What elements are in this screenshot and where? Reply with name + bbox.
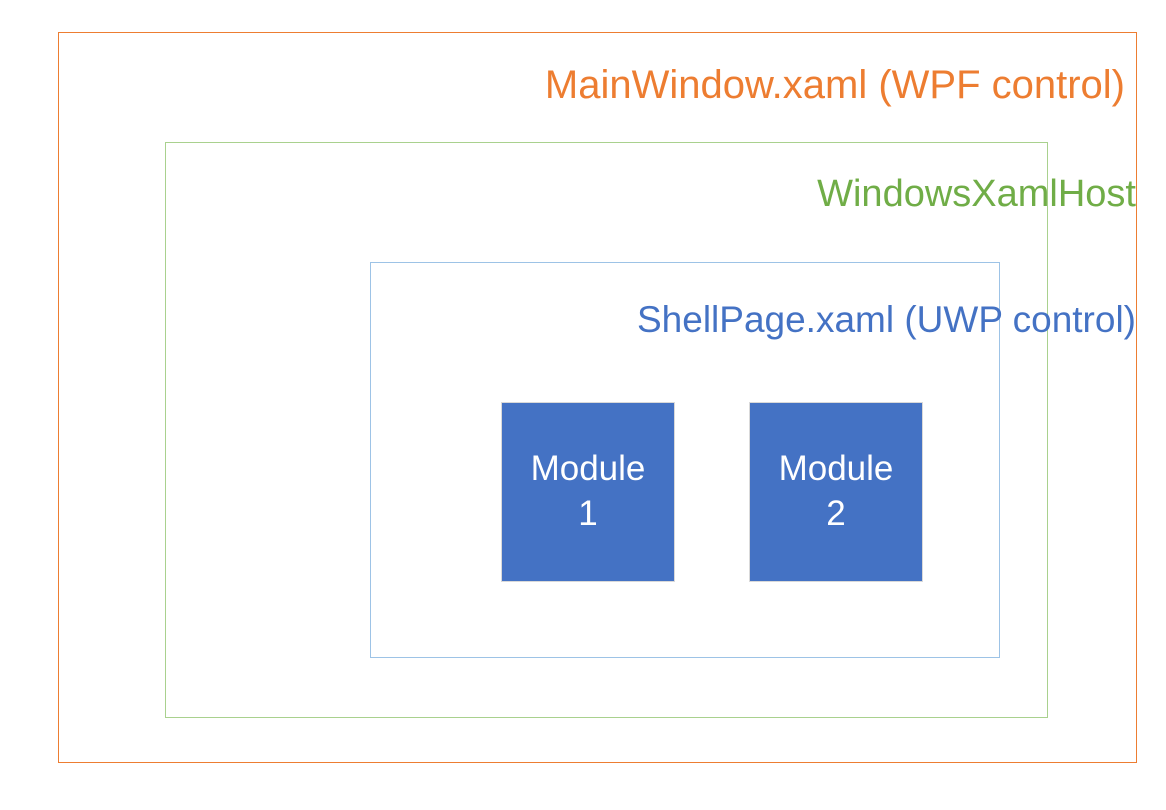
module-block-1-line-1: Module bbox=[530, 449, 646, 489]
container-label-windowsxamlhost: WindowsXamlHost bbox=[817, 173, 1136, 215]
module-block-2-line-1: Module bbox=[778, 449, 894, 489]
module-block-2-line-2: 2 bbox=[826, 494, 846, 533]
container-mainwindow-wpf bbox=[58, 32, 1137, 763]
module-block-2: Module 2 bbox=[749, 402, 923, 582]
module-block-1: Module 1 bbox=[501, 402, 675, 582]
module-block-1-line-2: 1 bbox=[578, 494, 598, 533]
container-shellpage-uwp bbox=[370, 262, 1000, 658]
container-label-mainwindow-wpf: MainWindow.xaml (WPF control) bbox=[544, 63, 1125, 107]
container-label-shellpage-uwp: ShellPage.xaml (UWP control) bbox=[637, 299, 1136, 340]
container-windowsxamlhost bbox=[165, 142, 1048, 718]
